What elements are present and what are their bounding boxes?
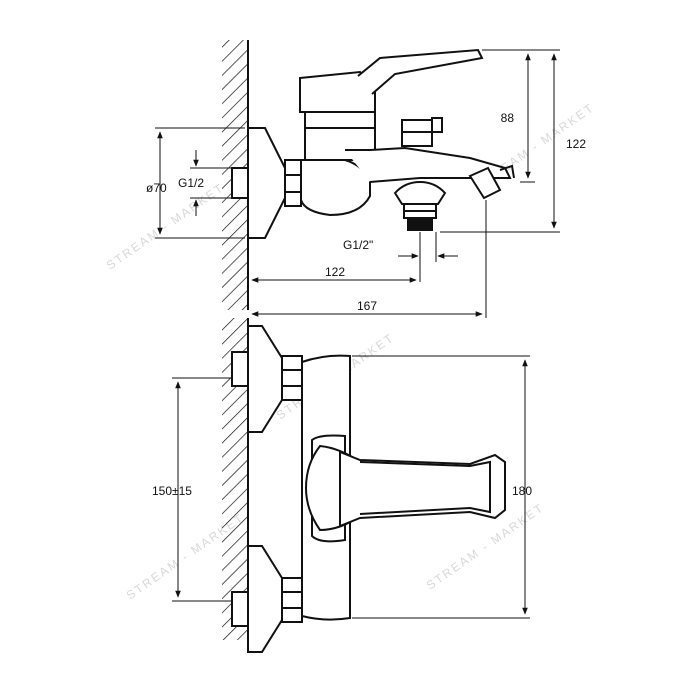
dim-label-167: 167 bbox=[357, 299, 377, 313]
dimension-lines-front bbox=[172, 355, 530, 619]
dim-label-122-height: 122 bbox=[566, 137, 586, 151]
dim-label-flange-diameter: ø70 bbox=[146, 181, 167, 195]
dim-label-122-reach: 122 bbox=[325, 265, 345, 279]
side-view-faucet bbox=[231, 48, 515, 239]
front-view-faucet bbox=[231, 325, 506, 653]
dimension-lines-side bbox=[155, 49, 560, 318]
dim-label-88: 88 bbox=[501, 111, 515, 125]
dim-label-180: 180 bbox=[512, 484, 532, 498]
dim-label-outlet-thread: G1/2" bbox=[343, 238, 373, 252]
dim-label-inlet-thread: G1/2 bbox=[178, 176, 204, 190]
dim-label-inlet-spacing: 150±15 bbox=[152, 484, 192, 498]
